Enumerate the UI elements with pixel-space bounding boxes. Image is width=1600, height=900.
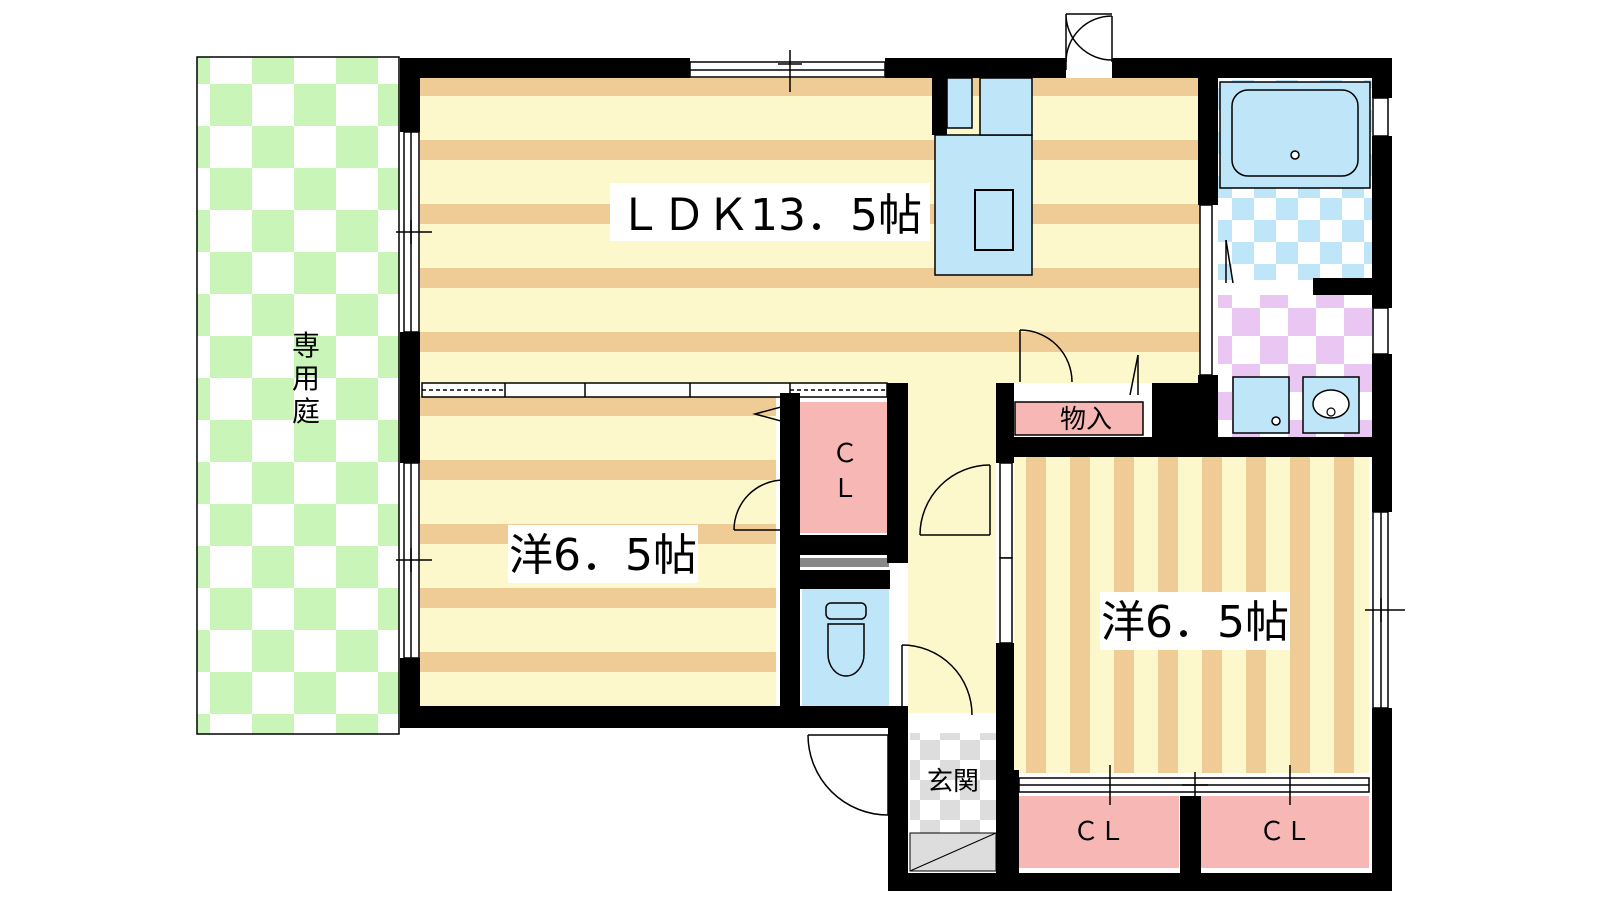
drain-icon — [1290, 150, 1300, 160]
garden-label-3: 庭 — [292, 395, 320, 428]
refrigerator — [946, 77, 973, 129]
western-right-label-bg — [1100, 592, 1290, 650]
entrance-floor — [910, 733, 996, 833]
entrance-label: 玄関 — [927, 767, 979, 797]
faucet-icon — [1326, 407, 1336, 417]
hall-floor — [908, 383, 996, 713]
storage-label: 物入 — [1060, 405, 1112, 435]
washer-pan — [1232, 376, 1290, 434]
washer-drain-icon — [1271, 416, 1281, 426]
toilet-bowl — [827, 623, 865, 677]
closet-door-marks — [1019, 765, 1369, 805]
walls — [400, 58, 1392, 891]
stove-icon — [974, 189, 1014, 251]
shoe-cabinet-diagonal — [909, 832, 997, 872]
kitchen-counter — [934, 134, 1033, 276]
kitchen-upper — [979, 77, 1033, 136]
toilet-shelf — [800, 558, 889, 567]
closet-left — [800, 402, 889, 533]
garden-area — [196, 56, 400, 735]
closet-bottom-left-label: ＣＬ — [1073, 817, 1125, 847]
closet-bottom-right — [1201, 796, 1369, 868]
garden-label-2: 用 — [292, 362, 320, 395]
garden-label-1: 専 — [292, 329, 320, 362]
western-right-label: 洋6．5帖 — [1101, 597, 1289, 648]
western-left-label-bg — [508, 525, 698, 583]
closet-bottom-right-label: ＣＬ — [1259, 817, 1311, 847]
sliding-partition — [421, 382, 888, 398]
bathtub-inner — [1231, 89, 1359, 177]
western-left-label: 洋6．5帖 — [509, 530, 697, 581]
closet-left-label-2: Ｌ — [832, 474, 858, 504]
window-sash-marks — [396, 50, 1405, 622]
sink-bowl-icon — [1312, 389, 1350, 419]
ldk-label: ＬＤＫ13．5帖 — [618, 190, 922, 241]
toilet-tank — [825, 602, 867, 620]
storage-box — [1014, 401, 1144, 436]
closet-left-label-1: Ｃ — [832, 439, 858, 469]
ldk-label-bg — [610, 183, 930, 241]
closet-bottom-left — [1019, 796, 1179, 868]
